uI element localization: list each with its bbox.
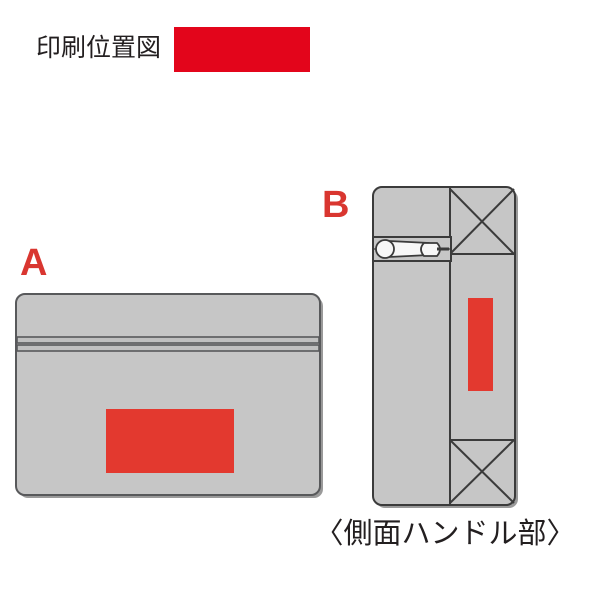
figure-label-b: B (322, 184, 350, 226)
bag-b-zipper (372, 236, 452, 262)
figure-b-caption: 〈側面ハンドル部〉 (314, 518, 576, 550)
bag-b-top-panel-diagonal-2 (449, 188, 515, 255)
zipper-pull-ring (375, 239, 395, 259)
bag-b-bottom-gusset-panel (449, 439, 515, 504)
page-title: 印刷位置図 (36, 34, 162, 62)
bag-b-top-gusset-panel (449, 188, 515, 255)
bag-b-bottom-panel-diagonal-2 (449, 439, 515, 504)
header: 印刷位置図 (0, 0, 600, 100)
figure-label-a: A (20, 242, 48, 284)
bag-a-zipper-strip-lower (16, 344, 320, 352)
zipper-slider-head (420, 242, 441, 257)
bag-b-print-area (468, 298, 493, 391)
bag-b-body (372, 186, 516, 506)
figure-b-side-view (372, 186, 518, 508)
bag-a-print-area (106, 409, 234, 473)
bag-a-zipper-strip-upper (16, 336, 320, 344)
print-color-swatch (174, 27, 310, 72)
figure-a-front-view (15, 293, 323, 498)
